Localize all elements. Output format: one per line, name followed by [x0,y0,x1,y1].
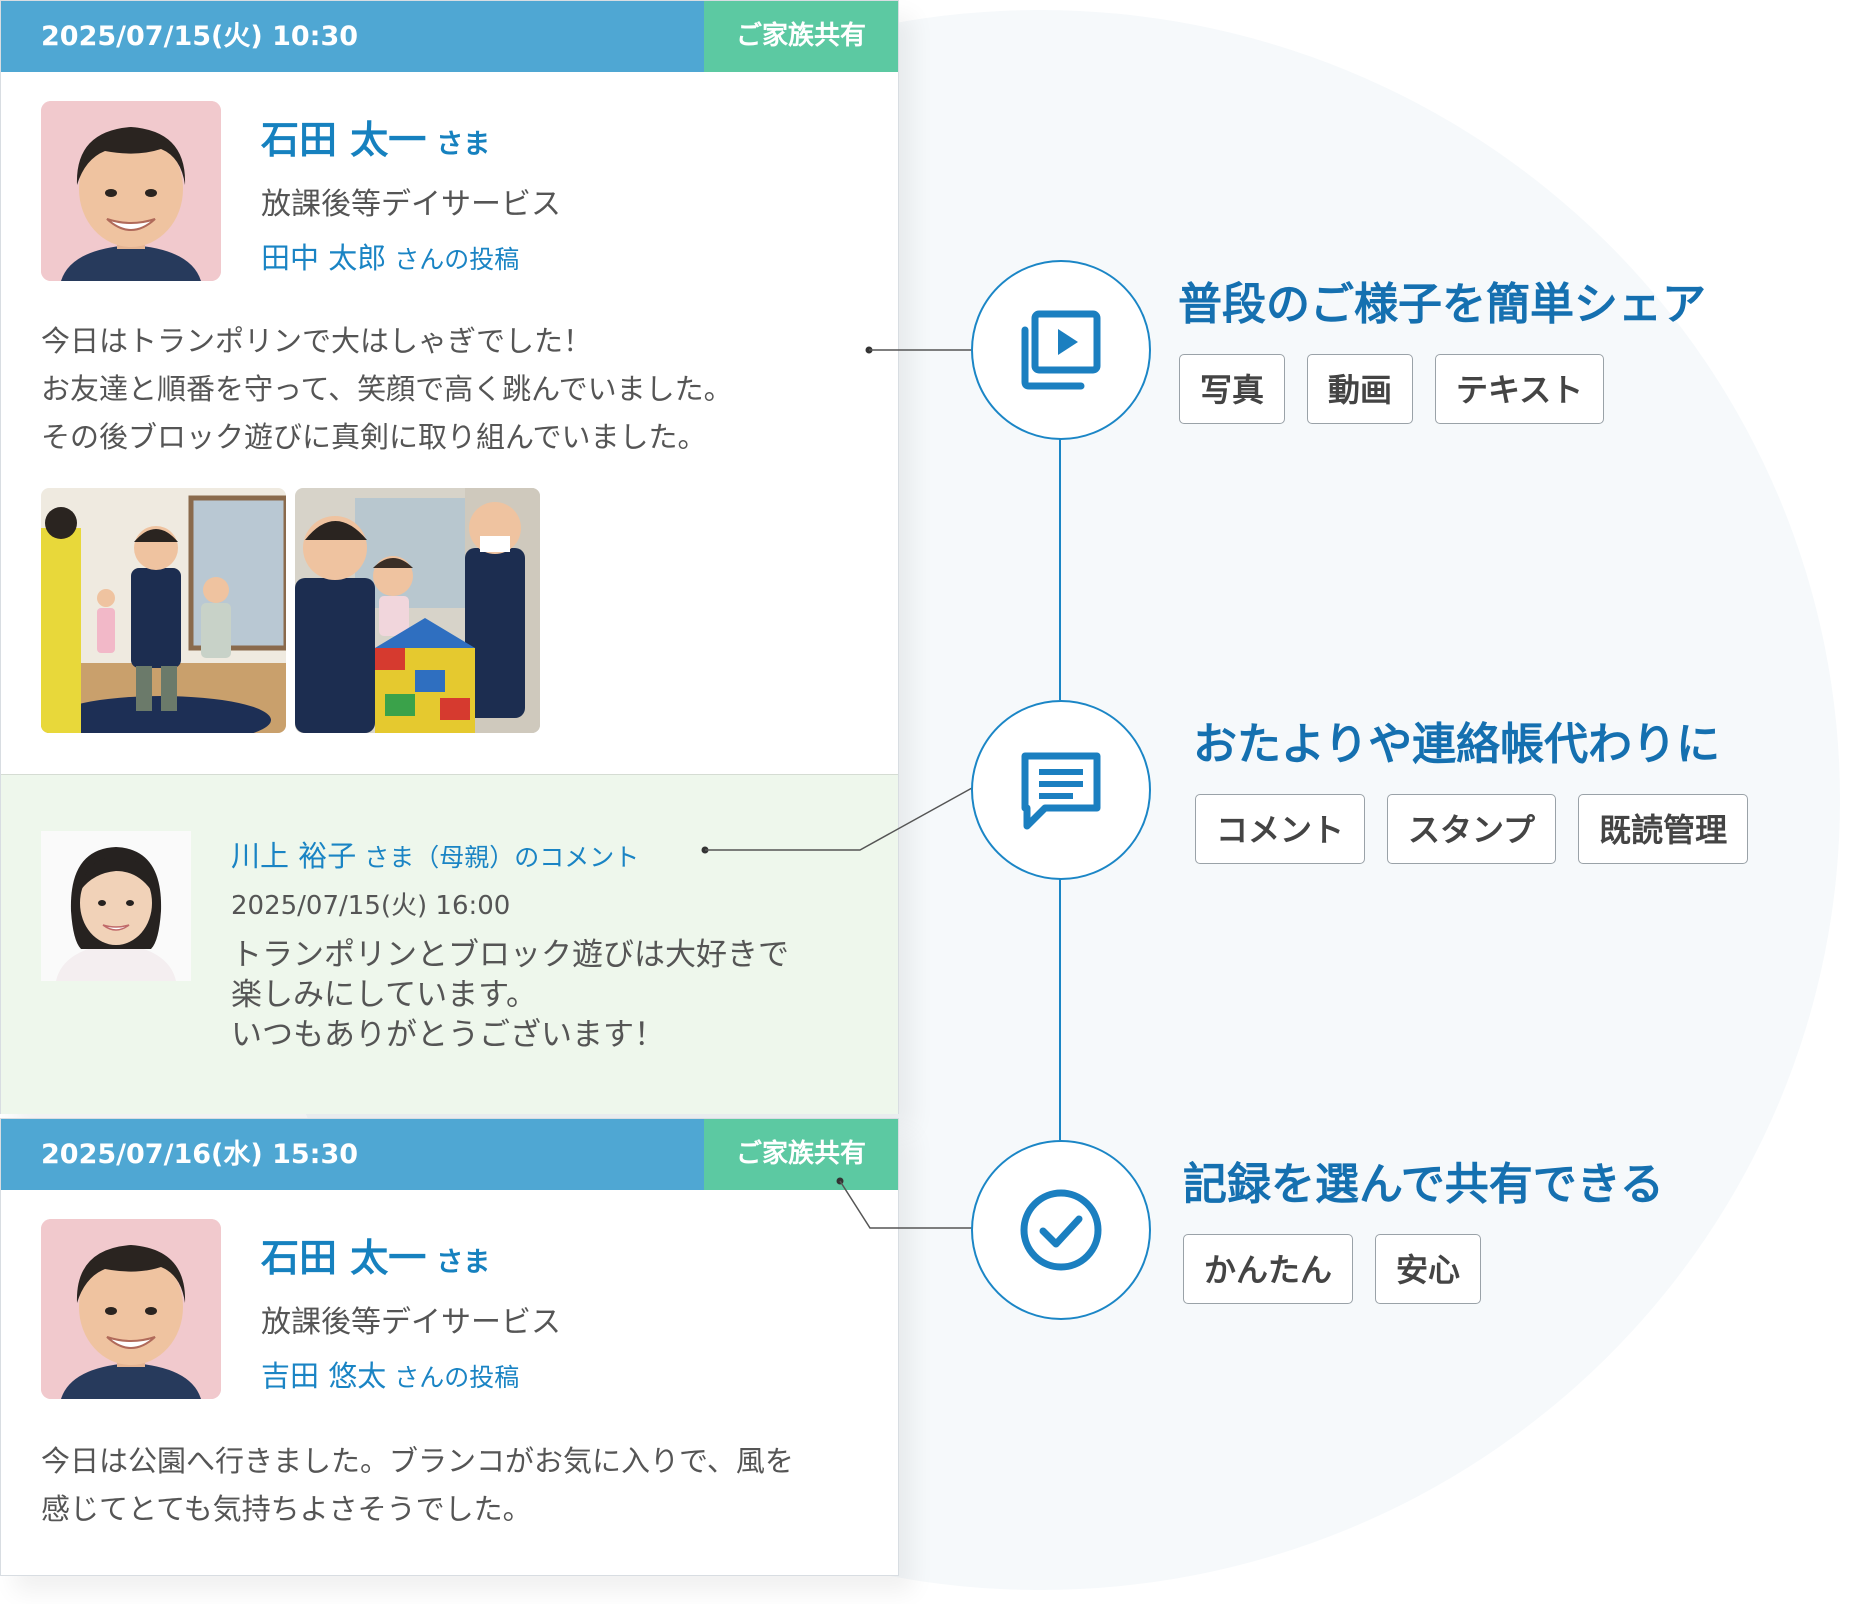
feature-tag: 動画 [1307,354,1414,424]
service-type: 放課後等デイサービス [261,187,561,222]
chat-message-icon [1021,752,1101,830]
post-text: 今日はトランポリンで大はしゃぎでした！ お友達と順番を守って、笑顔で高く跳んでい… [41,317,733,461]
post-author[interactable]: 田中 太郎さんの投稿 [261,235,519,277]
post-author-name: 田中 太郎 [261,241,387,275]
post-text-line: 感じてとても気持ちよさそうでした。 [41,1492,532,1526]
feature-icon-circle [971,1140,1151,1320]
feature-tag: コメント [1195,794,1366,864]
post-card[interactable]: 2025/07/15(火) 10:30 ご家族共有 石田 太一さま 放課後等デイ… [0,0,899,1114]
feature-tag: かんたん [1183,1234,1354,1304]
comment-text: トランポリンとブロック遊びは大好きで 楽しみにしています。 いつもありがとうござ… [231,935,789,1055]
feature-tags: 写真 動画 テキスト [1179,354,1605,424]
post-text-line: その後ブロック遊びに真剣に取り組んでいました。 [41,420,707,454]
post-photo-trampoline[interactable] [41,488,286,733]
post-text-line: 今日はトランポリンで大はしゃぎでした！ [41,324,593,358]
video-gallery-icon [1021,310,1101,390]
feature-icon-circle [971,260,1151,440]
post-card[interactable]: 2025/07/16(水) 15:30 ご家族共有 石田 太一さま 放課後等デイ… [0,1118,899,1576]
child-name: 石田 太一さま [261,1227,490,1282]
comment-author-suffix: さま（母親）のコメント [364,843,640,872]
post-photo-blocks[interactable] [295,488,540,733]
feature-tag: 写真 [1179,354,1286,424]
comment-author: 川上 裕子さま（母親）のコメント [231,833,639,875]
feature-title: 記録を選んで共有できる [1183,1159,1664,1210]
feature-icon-circle [971,700,1151,880]
post-datetime: 2025/07/15(火) 10:30 [41,21,359,52]
post-author-name: 吉田 悠太 [261,1359,387,1393]
post-header: 2025/07/16(水) 15:30 ご家族共有 [1,1119,898,1190]
child-name: 石田 太一さま [261,109,490,164]
post-text-line: 今日は公園へ行きました。ブランコがお気に入りで、風を [41,1444,794,1478]
feature-tags: コメント スタンプ 既読管理 [1195,794,1749,864]
feature-title: おたよりや連絡帳代わりに [1193,719,1721,770]
comment-text-line: 楽しみにしています。 [231,977,537,1013]
feature-tags: かんたん 安心 [1183,1234,1482,1304]
feature-title: 普段のご様子を簡単シェア [1178,279,1706,330]
post-text: 今日は公園へ行きました。ブランコがお気に入りで、風を 感じてとても気持ちよさそう… [41,1437,794,1533]
parent-comment: 川上 裕子さま（母親）のコメント 2025/07/15(火) 16:00 トラン… [1,774,898,1114]
feature-tag: テキスト [1435,354,1605,424]
comment-text-line: いつもありがとうございます！ [231,1017,665,1053]
child-honorific: さま [436,129,491,160]
post-author-suffix: さんの投稿 [394,245,520,274]
comment-datetime: 2025/07/15(火) 16:00 [231,891,511,921]
commenter-avatar [41,831,191,981]
family-share-badge: ご家族共有 [704,1,898,72]
service-type: 放課後等デイサービス [261,1305,561,1340]
post-text-line: お友達と順番を守って、笑顔で高く跳んでいました。 [41,372,733,406]
post-datetime: 2025/07/16(水) 15:30 [41,1139,359,1170]
feature-tag: 既読管理 [1578,794,1749,864]
post-author[interactable]: 吉田 悠太さんの投稿 [261,1353,519,1395]
post-author-suffix: さんの投稿 [394,1363,520,1392]
child-name-text: 石田 太一 [261,1236,427,1280]
post-header: 2025/07/15(火) 10:30 ご家族共有 [1,1,898,72]
child-avatar [41,1219,221,1399]
check-circle-icon [1020,1189,1102,1271]
comment-author-name: 川上 裕子 [231,839,357,873]
family-share-badge: ご家族共有 [704,1119,898,1190]
child-name-text: 石田 太一 [261,118,427,162]
comment-text-line: トランポリンとブロック遊びは大好きで [231,937,789,973]
child-avatar [41,101,221,281]
child-honorific: さま [436,1247,491,1278]
feature-tag: 安心 [1375,1234,1482,1304]
feature-tag: スタンプ [1387,794,1557,864]
